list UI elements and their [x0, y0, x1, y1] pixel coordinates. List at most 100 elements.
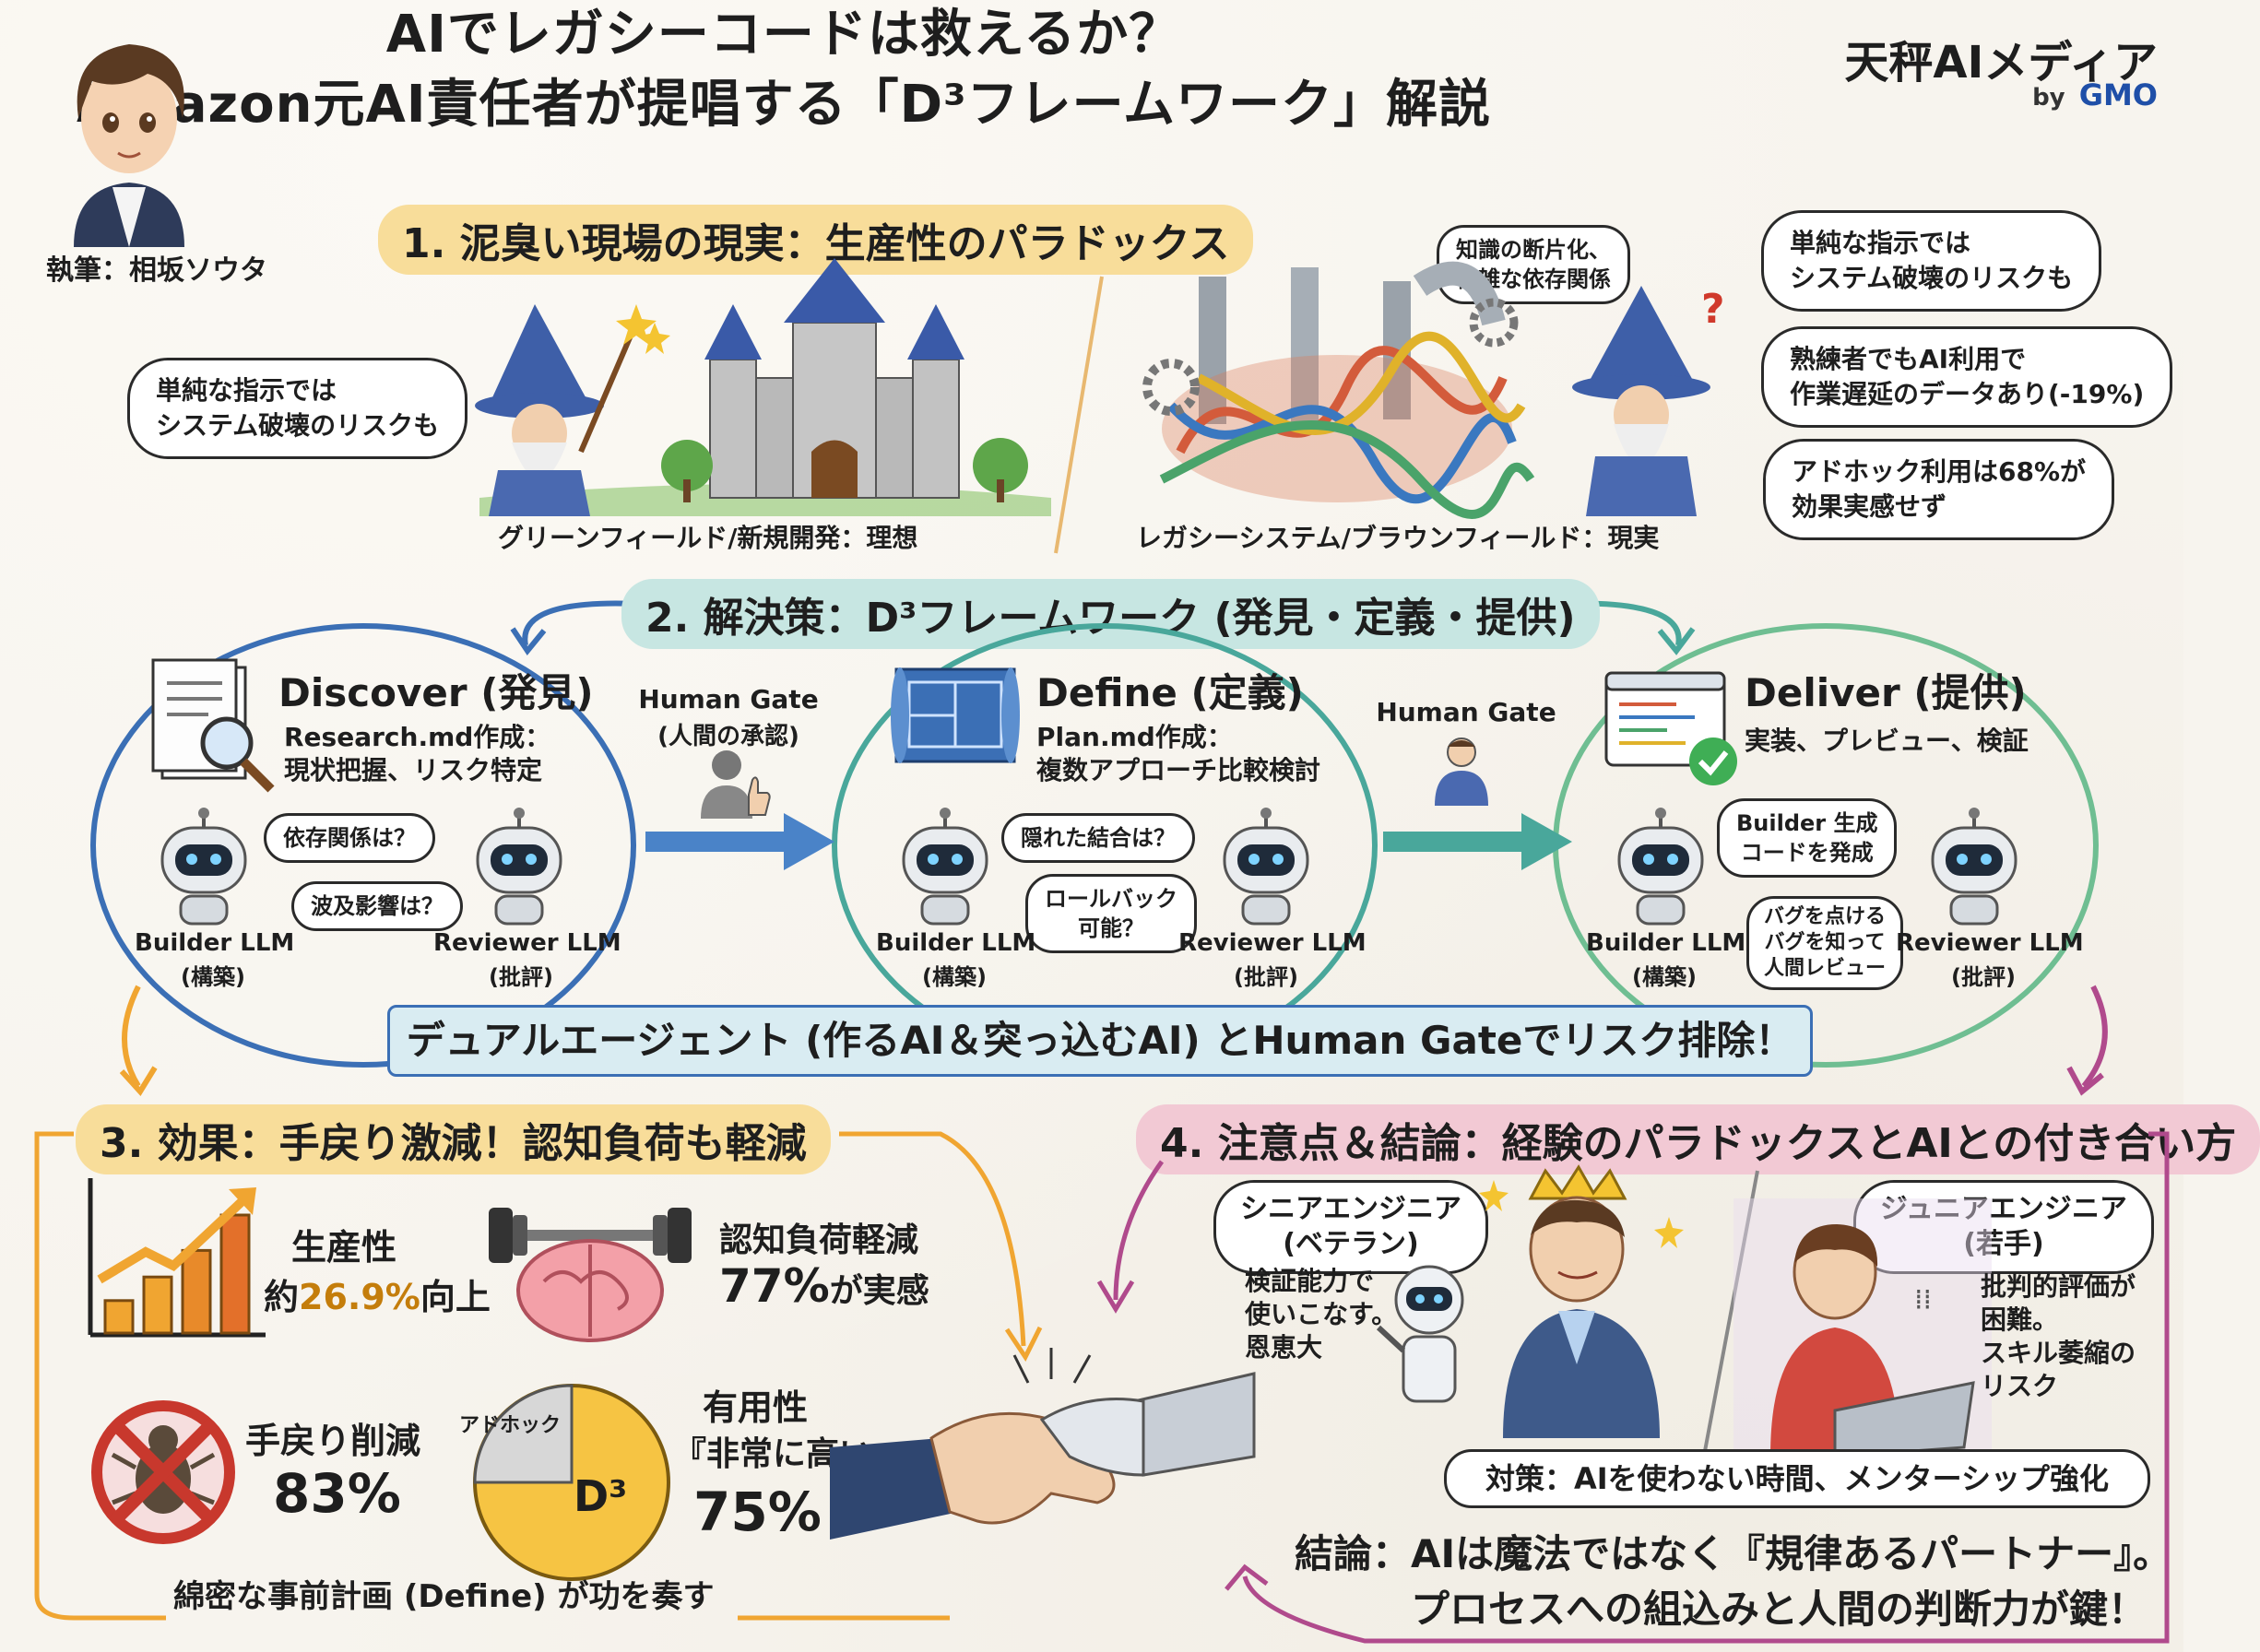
desc-line: 困難。 — [1981, 1304, 2059, 1335]
deliver-question-2: バグを点ける バグを知って 人間レビュー — [1746, 896, 1904, 990]
desc-line: リスク — [1981, 1371, 2059, 1401]
desc-line: 恩恵大 — [1245, 1332, 1323, 1363]
pie-adhoc-label: アドホック — [459, 1414, 562, 1437]
section1-right-bubble-3: アドホック利用は68%が 効果実感せず — [1763, 439, 2115, 540]
section1-divider — [1054, 276, 1104, 554]
deliver-reviewer-name: Reviewer LLM — [1896, 929, 2084, 957]
arrow-define-to-deliver — [1383, 813, 1572, 870]
desc-line: 検証能力で — [1245, 1266, 1375, 1296]
conclusion-line1: 結論：AIは魔法ではなく『規律あるパートナー』。 — [1295, 1531, 2172, 1576]
brain-dumbbell-icon — [489, 1208, 692, 1342]
bubble-line: 単純な指示では — [1790, 228, 1971, 258]
bubble-line: 熟練者でもAI利用で — [1790, 344, 2027, 374]
reviewer-robot-icon — [1223, 808, 1309, 926]
section3-footer: 綿密な事前計画 (Define) が功を奏す — [173, 1578, 715, 1615]
productivity-prefix: 約 — [264, 1277, 300, 1317]
gate1-sublabel: (人間の承認) — [657, 723, 799, 750]
section3-frame — [34, 1131, 1043, 1621]
define-desc-1: Plan.md作成： — [1036, 722, 1233, 752]
deliver-builder-name: Builder LLM — [1586, 929, 1746, 957]
reviewer-robot-icon — [476, 808, 562, 926]
desc-line: スキル萎縮の — [1981, 1338, 2136, 1368]
page-title-line2: Amazon元AI責任者が提唱する「D³フレームワーク」解説 — [77, 75, 1491, 135]
bubble-line: ロールバック — [1045, 886, 1177, 912]
author-avatar — [55, 17, 203, 247]
section1-right-bubble-1: 単純な指示では システム破壊のリスクも — [1761, 210, 2102, 312]
discover-title: Discover (発見) — [278, 670, 594, 715]
define-builder-role: (構築) — [922, 964, 987, 990]
human-reviewer-icon — [1435, 738, 1488, 806]
section4-divider — [1700, 1170, 1759, 1467]
productivity-suffix: 向上 — [420, 1277, 491, 1317]
human-ai-handshake — [830, 1348, 1256, 1540]
define-question-1: 隠れた結合は？ — [1001, 813, 1195, 863]
conclusion-line2: プロセスへの組込みと人間の判断力が鍵！ — [1411, 1587, 2148, 1632]
growth-trend-arrow — [97, 1193, 251, 1284]
cognitive-suffix: が実感 — [829, 1272, 929, 1310]
discover-question-2: 波及影響は？ — [291, 881, 463, 931]
pie-d3-label: D³ — [574, 1471, 628, 1521]
builder-robot-icon — [902, 808, 988, 926]
usefulness-label: 有用性 — [703, 1387, 809, 1428]
countermeasure-box: 対策：AIを使わない時間、メンターシップ強化 — [1444, 1449, 2150, 1508]
discover-builder-role: (構築) — [181, 964, 245, 990]
senior-engineer-with-robot — [1376, 1164, 1684, 1438]
human-thumbsup-icon — [701, 750, 771, 819]
brand-by: by GMO — [2032, 77, 2158, 112]
productivity-value: 26.9% — [299, 1277, 420, 1317]
builder-robot-icon — [1617, 808, 1704, 926]
desc-line: 使いこなす。 — [1245, 1299, 1398, 1329]
legacy-tangle-illustration: ? — [1142, 261, 1725, 519]
junior-label-bubble: ジュニアエンジニア (若手) — [1853, 1180, 2154, 1274]
deliver-question-1: Builder 生成 コードを発成 — [1717, 798, 1898, 878]
discover-reviewer-name: Reviewer LLM — [433, 929, 621, 957]
bubble-line: 単純な指示では — [156, 375, 337, 406]
author-illustration — [74, 44, 184, 247]
deliver-builder-role: (構築) — [1632, 964, 1697, 990]
bubble-line: システム破壊のリスクも — [1790, 263, 2074, 293]
rework-label: 手戻り削減 — [245, 1421, 421, 1461]
bug-prohibited-icon — [91, 1400, 235, 1544]
bubble-line: アドホック利用は68%が — [1792, 456, 2087, 487]
cognitive-value: 77% — [719, 1259, 830, 1313]
cognitive-stat: 77%が実感 — [719, 1259, 929, 1313]
junior-desc: 批判的評価が 困難。 スキル萎縮の リスク — [1981, 1270, 2136, 1403]
arrow-discover-to-define — [645, 813, 834, 870]
section-connector-arrows — [119, 985, 2108, 1096]
brand-company: GMO — [2078, 77, 2158, 112]
page-title-line1: AIでレガシーコードは救えるか？ — [385, 5, 1182, 65]
code-window-check-icon — [1604, 671, 1737, 785]
junior-engineer-laptop: ⁞⁞ — [1733, 1198, 1992, 1458]
dual-agent-banner: デュアルエージェント (作るAI＆突っ込むAI) とHuman Gateでリスク… — [387, 1005, 1813, 1077]
bubble-line: (若手) — [1963, 1228, 2044, 1260]
bubble-line: ジュニアエンジニア — [1880, 1193, 2127, 1225]
wizard-castle-illustration — [475, 258, 1051, 516]
productivity-stat: 約26.9%向上 — [264, 1268, 491, 1319]
svg-text:⁞⁞: ⁞⁞ — [1914, 1284, 1932, 1316]
rework-value: 83% — [273, 1462, 401, 1525]
discover-desc-1: Research.md作成： — [284, 722, 551, 752]
document-magnifier-icon — [151, 658, 275, 793]
bubble-line: 作業遅延のデータあり(-19%) — [1790, 379, 2145, 409]
cognitive-label: 認知負荷軽減 — [719, 1221, 919, 1259]
gate2-label: Human Gate — [1376, 697, 1556, 727]
define-title: Define (定義) — [1036, 670, 1304, 715]
bubble-line: シニアエンジニア — [1240, 1193, 1461, 1225]
growth-bar — [219, 1213, 251, 1335]
bubble-line: (ベテラン) — [1283, 1228, 1419, 1260]
discover-reviewer-role: (批評) — [489, 964, 553, 990]
adhoc-vs-d3-pie — [473, 1384, 670, 1581]
section1-left-caption: グリーンフィールド/新規開発：理想 — [498, 523, 918, 553]
deliver-title: Deliver (提供) — [1745, 670, 2027, 715]
growth-bar — [181, 1248, 212, 1335]
discover-builder-name: Builder LLM — [135, 929, 295, 957]
bubble-line: 知識の断片化、 — [1456, 237, 1611, 263]
define-reviewer-role: (批評) — [1234, 964, 1298, 990]
deliver-reviewer-role: (批評) — [1951, 964, 2016, 990]
svg-text:?: ? — [1701, 286, 1725, 333]
pie-adhoc-slice — [473, 1384, 574, 1484]
senior-desc: 検証能力で 使いこなす。 恩恵大 — [1245, 1265, 1397, 1364]
define-reviewer-name: Reviewer LLM — [1178, 929, 1367, 957]
productivity-growth-chart — [88, 1178, 266, 1338]
